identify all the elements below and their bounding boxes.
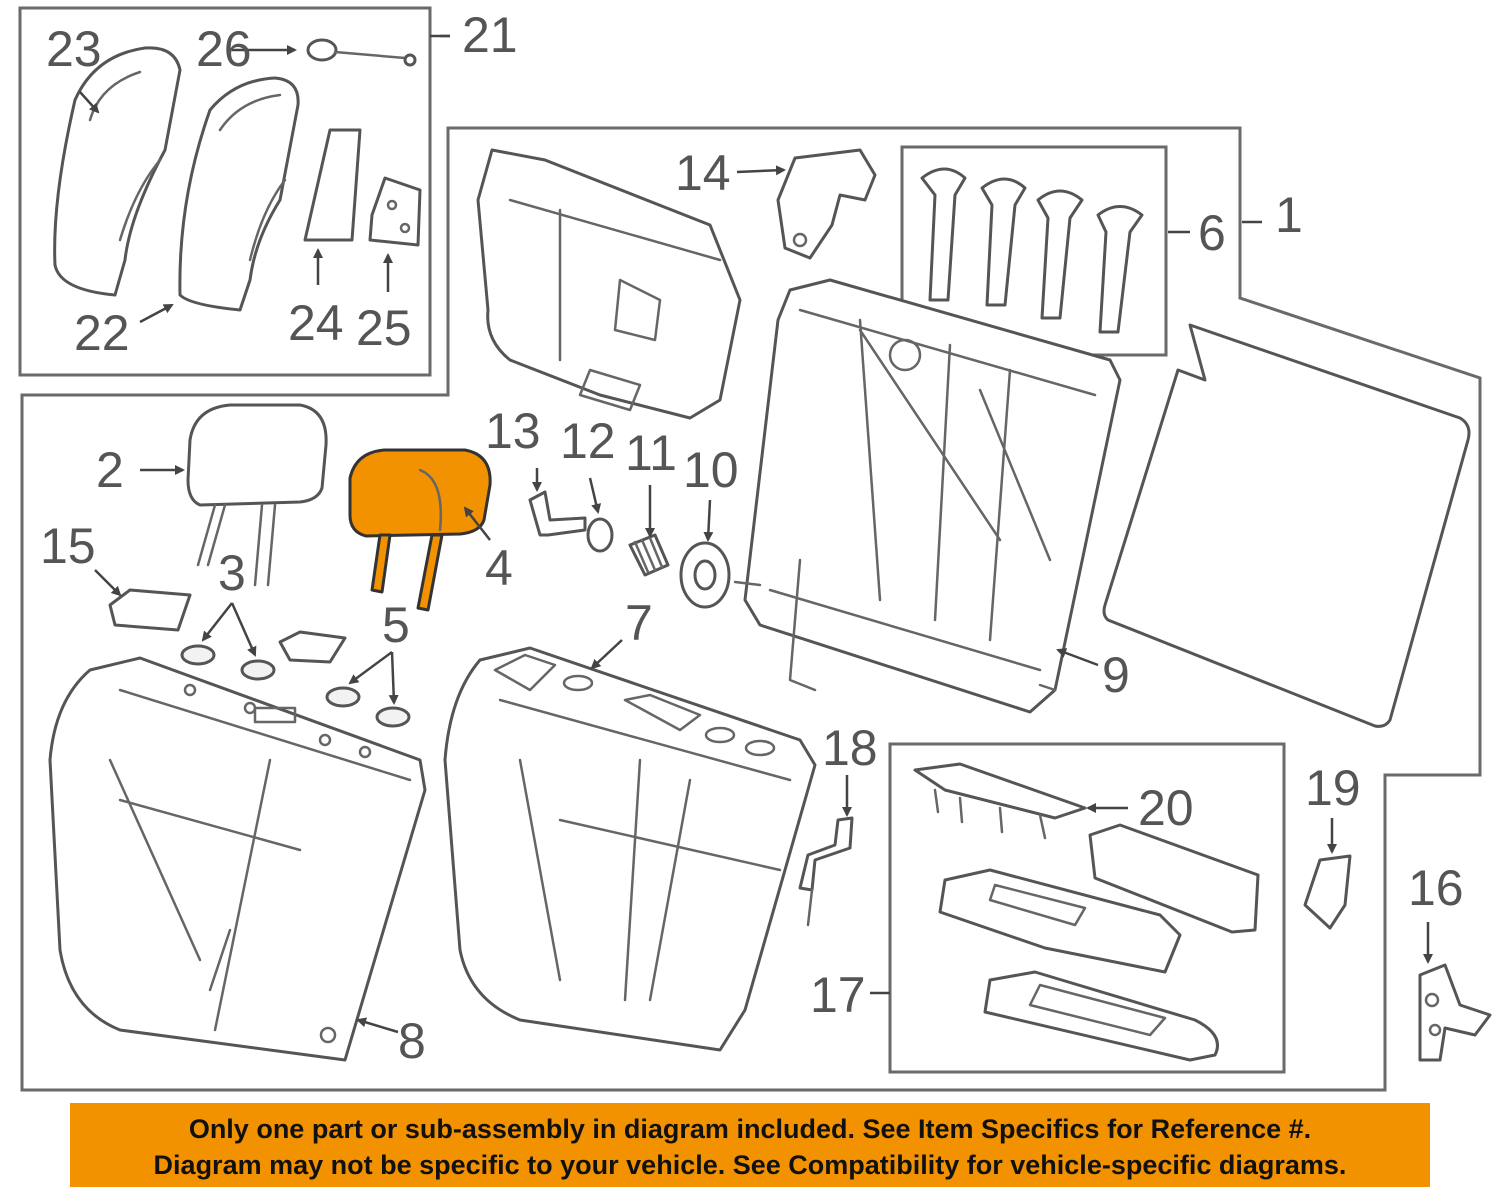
callout-18: 18 (822, 720, 878, 776)
part-7-seat-pad (443, 646, 817, 1052)
callout-21: 21 (462, 7, 518, 63)
callout-12: 12 (560, 413, 616, 469)
part-4-headrest-highlighted (348, 448, 492, 612)
callout-5: 5 (382, 597, 410, 653)
callout-10: 10 (683, 442, 739, 498)
callout-25: 25 (356, 300, 412, 356)
part-rear-panel (1102, 323, 1471, 728)
callout-3: 3 (218, 545, 246, 601)
frame-seat-assembly (20, 126, 1482, 1092)
part-upper-trim-panel (476, 148, 742, 420)
disclaimer-line-1: Only one part or sub-assembly in diagram… (188, 1114, 1312, 1144)
callout-6: 6 (1198, 205, 1226, 261)
callout-9: 9 (1102, 647, 1130, 703)
part-18-hinge (798, 816, 854, 927)
part-13-bolt (528, 490, 587, 537)
part-11-spring (628, 533, 670, 577)
disclaimer-banner: Only one part or sub-assembly in diagram… (70, 1103, 1430, 1187)
callout-2: 2 (96, 442, 124, 498)
callout-17: 17 (810, 967, 866, 1023)
callout-16: 16 (1408, 860, 1464, 916)
callout-13: 13 (485, 403, 541, 459)
part-16-bracket (1418, 963, 1492, 1062)
part-9-seat-frame (733, 278, 1122, 714)
part-5-grommet-b (375, 706, 411, 728)
part-15-bezel (108, 588, 192, 632)
leader-lines (79, 34, 1433, 1034)
callout-8: 8 (398, 1013, 426, 1069)
part-22-pad (178, 76, 300, 312)
callout-1: 1 (1275, 187, 1303, 243)
part-12-washer (586, 517, 614, 553)
callout-15: 15 (40, 518, 96, 574)
frame-armrest-17 (888, 742, 1286, 1074)
part-5-grommet-a (325, 686, 361, 708)
part-25-bracket (368, 176, 422, 247)
part-2-headrest (186, 403, 328, 587)
frame-cover-kit (18, 6, 432, 377)
callout-11: 11 (625, 425, 677, 481)
part-3-grommet-b (240, 659, 276, 681)
callout-20: 20 (1138, 780, 1194, 836)
part-17-armrest (938, 823, 1260, 1062)
callout-14: 14 (675, 145, 731, 201)
part-8-seat-back (48, 656, 427, 1062)
disclaimer-line-2: Diagram may not be specific to your vehi… (153, 1150, 1347, 1180)
part-10-bushing (679, 541, 731, 609)
callout-4: 4 (485, 540, 513, 596)
part-24-panel (303, 128, 362, 242)
callout-19: 19 (1305, 760, 1361, 816)
callout-26: 26 (196, 21, 252, 77)
part-26-clip (306, 38, 417, 67)
callout-7: 7 (625, 595, 653, 651)
callout-22: 22 (74, 305, 130, 361)
part-14-latch (776, 148, 877, 260)
part-3-grommet-a (180, 644, 216, 666)
part-19-cover (1303, 854, 1352, 930)
part-bezel-small (278, 630, 347, 664)
part-6-guides (920, 167, 1144, 334)
part-20-cupholder (913, 762, 1087, 840)
part-23-cover (53, 46, 182, 297)
callout-23: 23 (46, 21, 102, 77)
callout-24: 24 (288, 295, 344, 351)
